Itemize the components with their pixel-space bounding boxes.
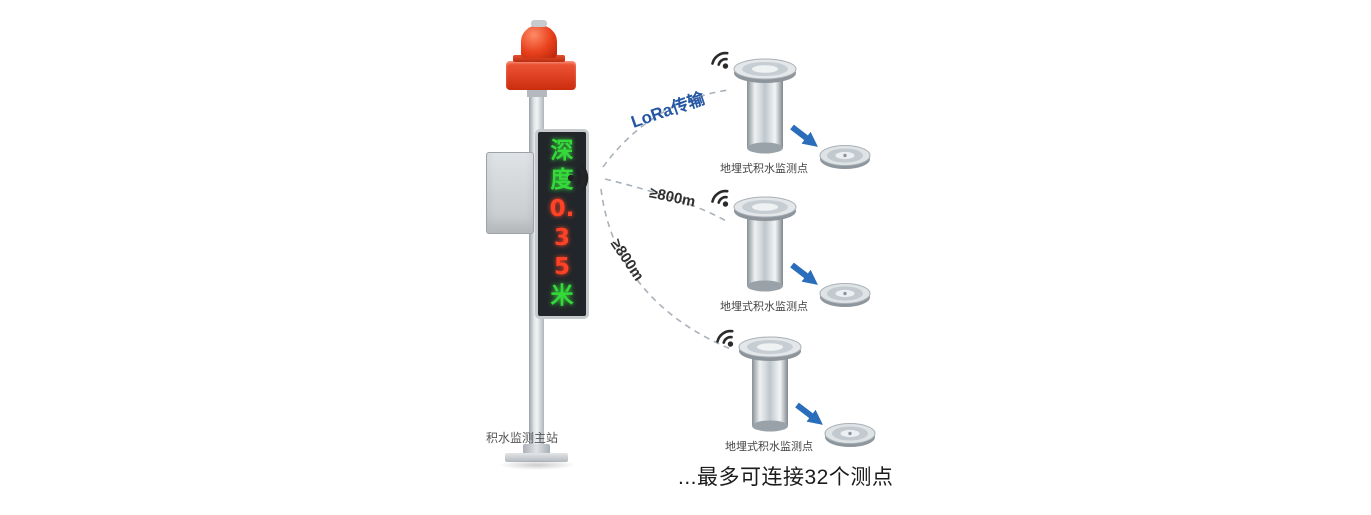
range-label-1: ≥800m — [647, 184, 697, 211]
buried-sensor-body — [733, 58, 797, 154]
master-station-label: 积水监测主站 — [486, 431, 559, 445]
led-char: 5 — [553, 254, 570, 280]
sensor-label: 地埋式积水监测点 — [720, 163, 808, 175]
alarm-bracket — [527, 88, 547, 97]
range-label-2: ≥800m — [606, 236, 648, 285]
arrow-icon — [795, 402, 823, 425]
buried-sensor-unit: 地埋式积水监测点 — [716, 329, 897, 464]
surface-sensor-disc — [819, 283, 871, 307]
base-plate — [505, 453, 568, 462]
alarm-housing — [506, 61, 576, 90]
led-char: 3 — [553, 225, 570, 251]
led-char: 度 — [550, 167, 574, 193]
alarm-beacon-icon — [521, 25, 557, 58]
lora-transmission-label: LoRa传输 — [628, 88, 708, 132]
alarm-cap — [531, 20, 547, 27]
alarm-flange — [513, 55, 565, 62]
wifi-signal-icon — [716, 329, 734, 347]
sensor-label: 地埋式积水监测点 — [725, 441, 813, 453]
surface-sensor-disc — [819, 145, 871, 169]
buried-sensor-body — [733, 196, 797, 292]
control-box — [486, 152, 534, 234]
arrow-icon — [790, 262, 818, 285]
wifi-signal-icon — [711, 189, 729, 207]
buried-sensor-body — [738, 336, 802, 432]
led-char: 0. — [549, 196, 575, 222]
led-char: 深 — [550, 138, 574, 164]
led-display: 深 度 0. 3 5 米 — [535, 129, 589, 319]
buried-sensor-unit: 地埋式积水监测点 — [711, 51, 892, 186]
buried-sensor-unit: 地埋式积水监测点 — [711, 189, 892, 324]
surface-sensor-disc — [824, 423, 876, 447]
wireless-emitter-icon — [567, 164, 589, 192]
led-char: 米 — [550, 283, 574, 309]
arrow-icon — [790, 124, 818, 147]
base-shadow — [498, 460, 576, 470]
wifi-signal-icon — [711, 51, 729, 69]
footer-note: ...最多可连接32个测点 — [678, 466, 894, 489]
sensor-label: 地埋式积水监测点 — [720, 301, 808, 313]
